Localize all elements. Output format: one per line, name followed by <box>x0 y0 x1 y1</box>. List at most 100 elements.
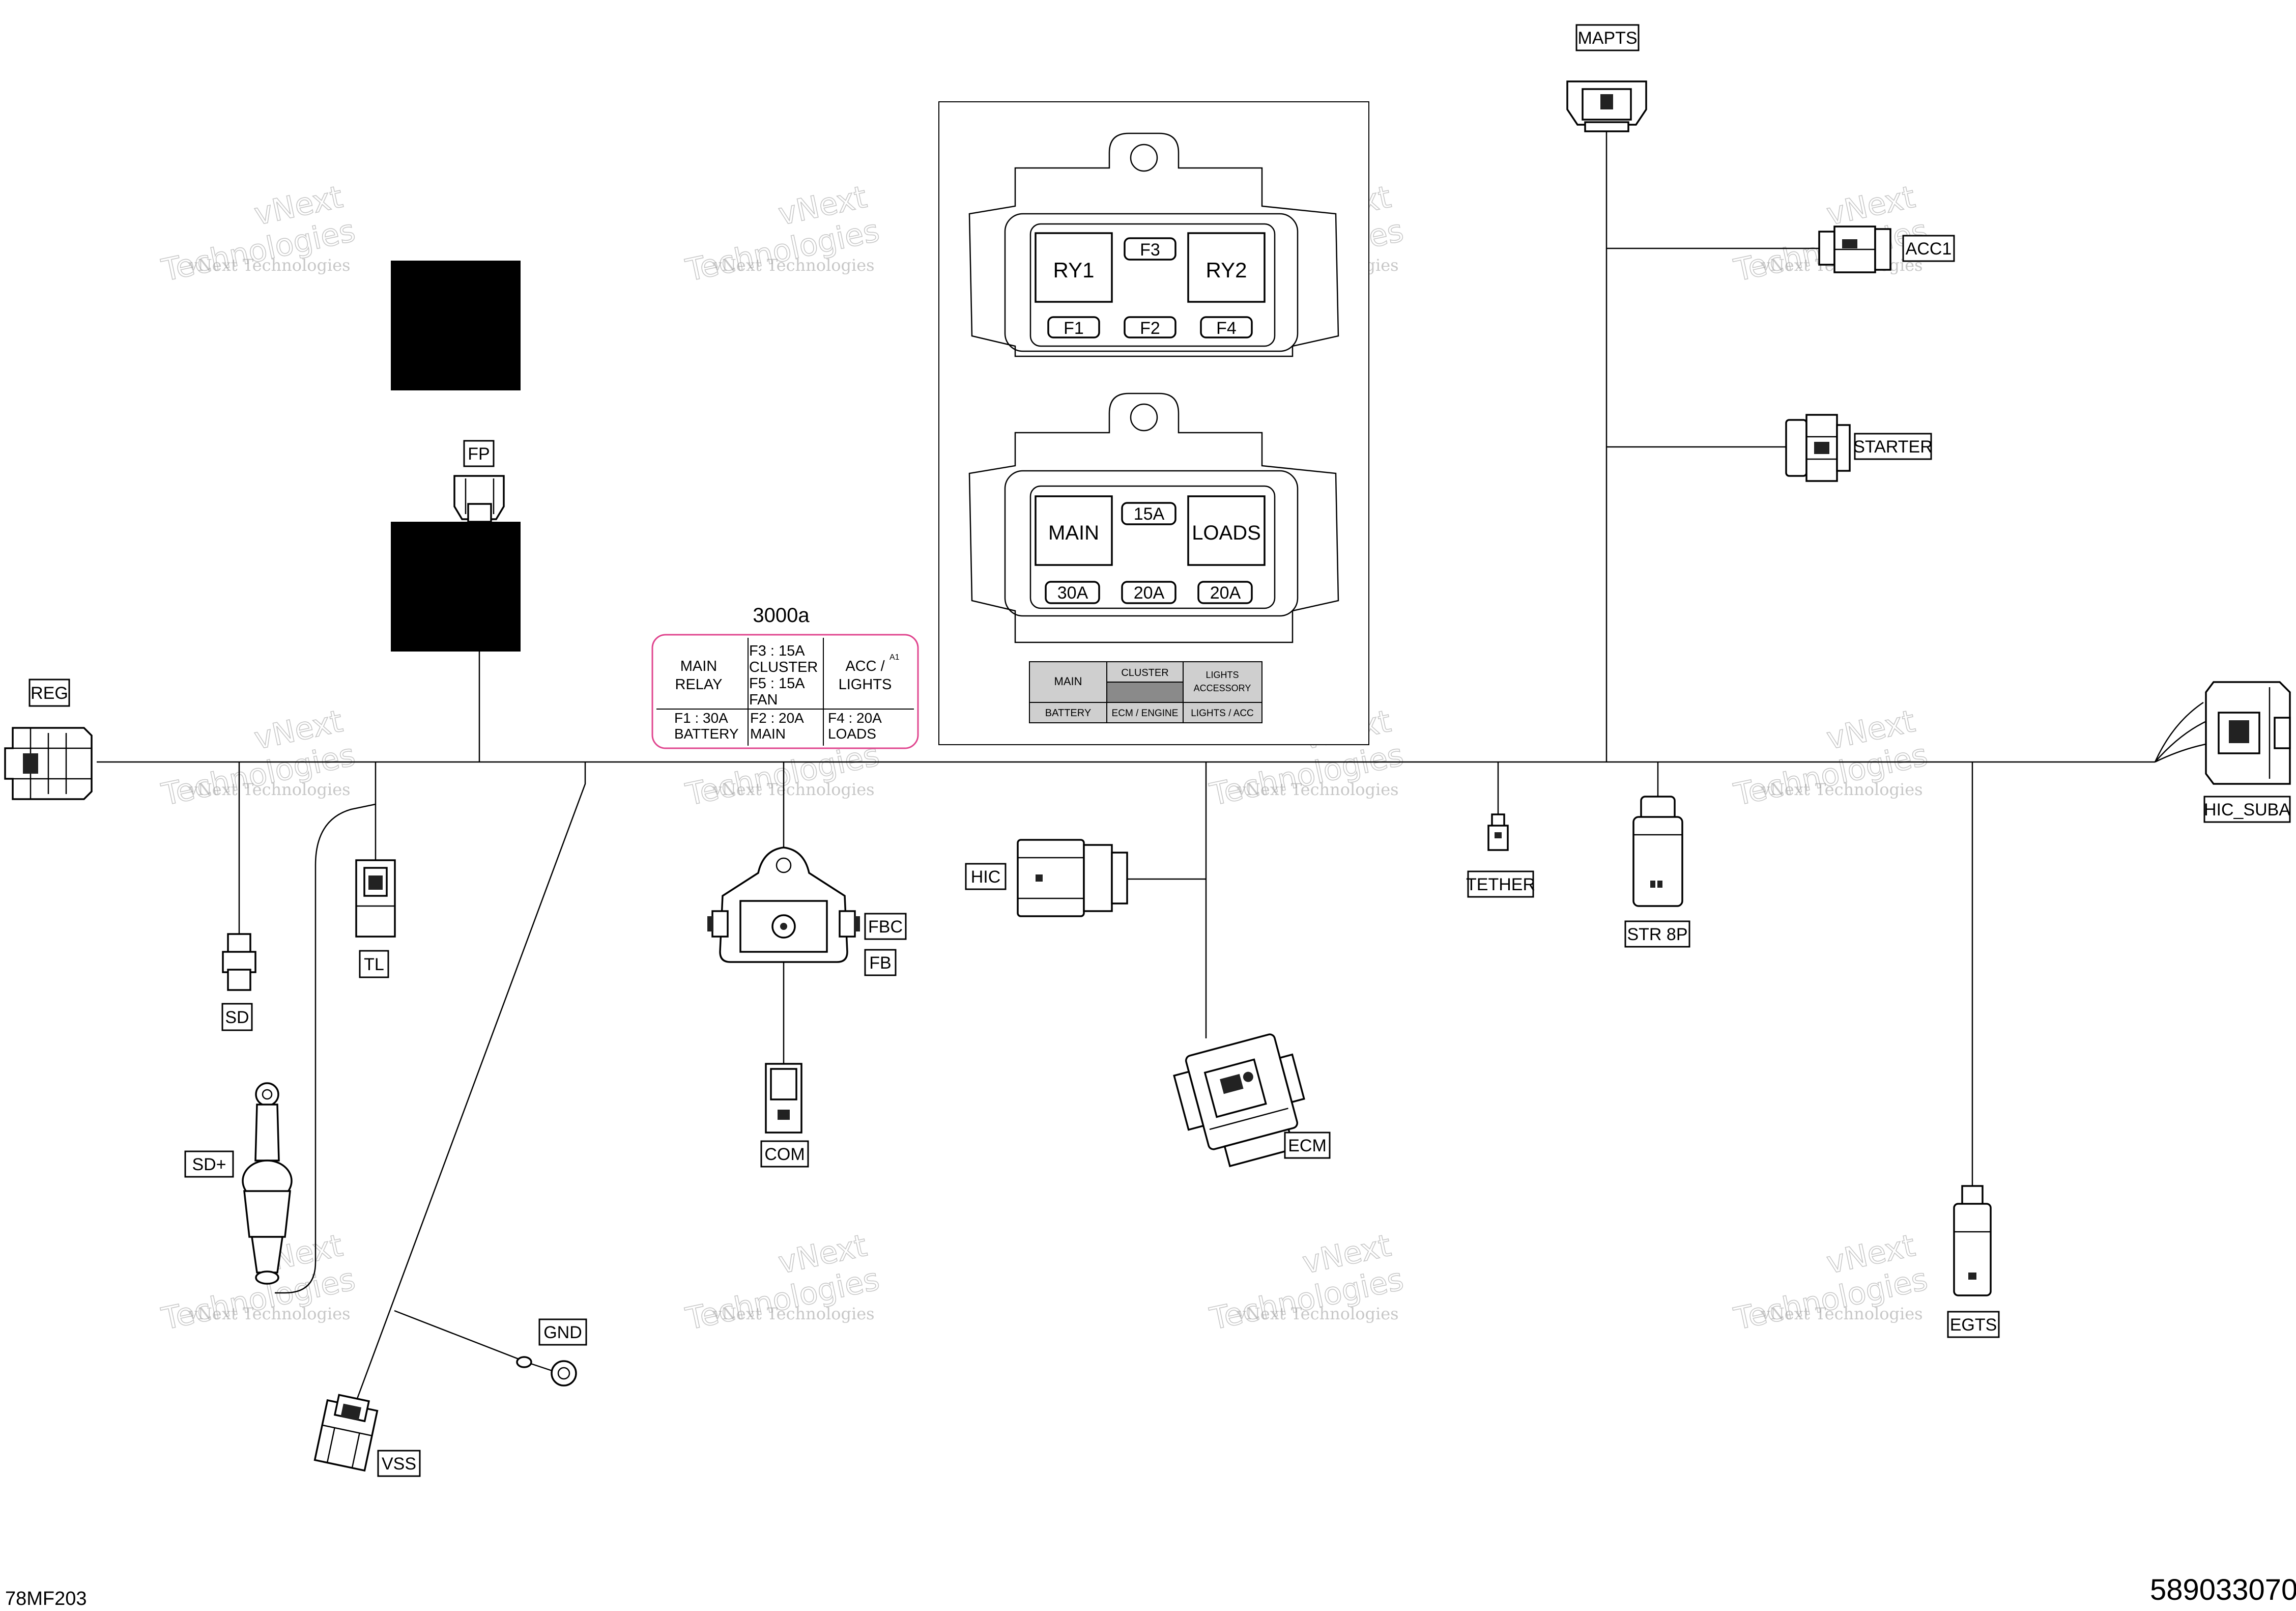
fuse-legend: MAIN CLUSTER LIGHTS ACCESSORY BATTERY EC… <box>1029 661 1262 723</box>
label-sd: SD <box>221 1003 253 1031</box>
svg-text:EGTS: EGTS <box>1950 1315 1997 1335</box>
label-tl: TL <box>359 950 389 978</box>
upper-relay-box: RY1 RY2 F3 F1 F2 F4 <box>968 132 1339 357</box>
svg-text:30A: 30A <box>1057 583 1088 603</box>
starter-connector-icon <box>1785 414 1851 482</box>
svg-text:BATTERY: BATTERY <box>674 726 739 742</box>
label-tether: TETHER <box>1466 870 1535 898</box>
label-fbc: FBC <box>864 913 907 940</box>
svg-text:vNext Technologies: vNext Technologies <box>712 256 875 275</box>
svg-text:F1: F1 <box>1064 319 1084 338</box>
sd-plus-sensor-icon <box>242 1082 293 1285</box>
com-connector-icon <box>765 1063 802 1134</box>
fuse-box-detail: RY1 RY2 F3 F1 F2 F4 MAIN LOADS 15A 30A <box>938 101 1369 745</box>
svg-text:RY1: RY1 <box>1053 258 1095 282</box>
sd-connector-icon <box>222 933 256 991</box>
wires <box>97 130 2212 1416</box>
svg-text:COM: COM <box>764 1145 805 1164</box>
svg-text:GND: GND <box>543 1323 582 1342</box>
svg-text:ECM: ECM <box>1288 1136 1327 1155</box>
svg-text:20A: 20A <box>1134 583 1165 603</box>
black-block-top <box>391 261 521 390</box>
svg-text:vNext Technologies: vNext Technologies <box>712 780 875 799</box>
svg-text:vNext Technologies: vNext Technologies <box>188 256 351 275</box>
svg-text:ACCESSORY: ACCESSORY <box>1194 683 1251 693</box>
label-gnd: GND <box>538 1318 587 1346</box>
fp-connector-icon <box>453 475 505 523</box>
svg-text:vNext Technologies: vNext Technologies <box>188 1304 351 1323</box>
svg-text:STARTER: STARTER <box>1853 437 1933 457</box>
watermark: vNext Technologies vNext Technologies <box>1731 703 1931 813</box>
svg-text:CLUSTER: CLUSTER <box>1121 667 1168 679</box>
mapts-connector-icon <box>1566 80 1647 132</box>
svg-text:HIC: HIC <box>971 867 1001 887</box>
fuse-table: 3000a MAIN RELAY F3 : 15A CLUSTER F5 : 1… <box>651 604 919 749</box>
svg-text:F2 : 20A: F2 : 20A <box>750 710 804 726</box>
watermark: vNext Technologies vNext Technologies <box>158 179 359 289</box>
svg-text:MAIN: MAIN <box>750 726 786 742</box>
svg-text:FAN: FAN <box>749 692 778 708</box>
tl-connector-icon <box>355 859 396 938</box>
svg-text:F3 : 15A: F3 : 15A <box>749 643 805 659</box>
reg-connector-icon <box>4 727 93 800</box>
label-starter: STARTER <box>1853 433 1933 460</box>
hic-connector-icon <box>1017 839 1128 917</box>
gnd-ring-terminal-icon <box>516 1356 577 1387</box>
svg-text:LIGHTS: LIGHTS <box>1206 670 1239 680</box>
svg-text:TL: TL <box>364 955 384 974</box>
svg-text:20A: 20A <box>1210 583 1241 603</box>
label-mapts: MAPTS <box>1575 24 1640 51</box>
svg-text:LIGHTS / ACC: LIGHTS / ACC <box>1191 708 1254 719</box>
svg-text:SD+: SD+ <box>192 1155 226 1174</box>
svg-text:TETHER: TETHER <box>1466 875 1535 894</box>
svg-text:ECM / ENGINE: ECM / ENGINE <box>1112 708 1179 719</box>
svg-text:A1: A1 <box>889 653 900 662</box>
svg-text:MAIN: MAIN <box>1048 522 1099 544</box>
svg-text:F4: F4 <box>1216 319 1237 338</box>
watermark: vNext Technologies vNext Technologies <box>682 179 883 289</box>
svg-text:MAIN: MAIN <box>1054 675 1082 688</box>
vss-connector-icon <box>313 1394 379 1472</box>
svg-text:REG: REG <box>31 684 68 703</box>
svg-text:HIC_SUBA: HIC_SUBA <box>2204 800 2290 819</box>
acc1-connector-icon <box>1818 225 1891 273</box>
watermark: vNext Technologies vNext Technologies <box>158 703 359 813</box>
svg-text:MAPTS: MAPTS <box>1577 29 1637 48</box>
svg-text:vNext Technologies: vNext Technologies <box>1237 1304 1399 1323</box>
svg-text:VSS: VSS <box>382 1454 416 1474</box>
label-fb: FB <box>864 949 897 976</box>
svg-text:F2: F2 <box>1140 319 1160 338</box>
label-fp: FP <box>463 440 495 467</box>
svg-text:F1 : 30A: F1 : 30A <box>674 710 728 726</box>
ecm-module-icon <box>1173 1033 1305 1168</box>
svg-text:F4 : 20A: F4 : 20A <box>828 710 882 726</box>
svg-text:LOADS: LOADS <box>828 726 876 742</box>
svg-text:CLUSTER: CLUSTER <box>749 659 818 675</box>
label-reg: REG <box>28 679 70 707</box>
svg-text:vNext Technologies: vNext Technologies <box>1761 780 1923 799</box>
black-block-fp <box>391 522 521 652</box>
watermark: vNext Technologies vNext Technologies <box>1207 1227 1407 1338</box>
label-sd-plus: SD+ <box>184 1150 234 1178</box>
svg-text:LOADS: LOADS <box>1192 522 1261 544</box>
svg-text:vNext Technologies: vNext Technologies <box>1237 780 1399 799</box>
hic-suba-connector-icon <box>2205 681 2291 785</box>
egts-connector-icon <box>1953 1185 1992 1296</box>
label-str8p: STR 8P <box>1624 920 1690 948</box>
label-hic-suba: HIC_SUBA <box>2203 796 2291 823</box>
svg-text:FB: FB <box>869 953 891 973</box>
svg-text:MAIN: MAIN <box>680 658 718 674</box>
label-com: COM <box>760 1140 809 1168</box>
label-egts: EGTS <box>1947 1311 2000 1338</box>
svg-text:BATTERY: BATTERY <box>1045 708 1091 719</box>
label-vss: VSS <box>377 1450 421 1477</box>
svg-text:LIGHTS: LIGHTS <box>839 676 892 693</box>
svg-text:ACC1: ACC1 <box>1906 239 1952 259</box>
svg-text:FP: FP <box>468 444 490 464</box>
footer-right-code: 589033070 <box>2150 1573 2296 1606</box>
svg-text:SD: SD <box>225 1008 249 1027</box>
label-ecm: ECM <box>1284 1132 1331 1159</box>
svg-text:vNext Technologies: vNext Technologies <box>188 780 351 799</box>
svg-text:F3: F3 <box>1140 240 1160 260</box>
